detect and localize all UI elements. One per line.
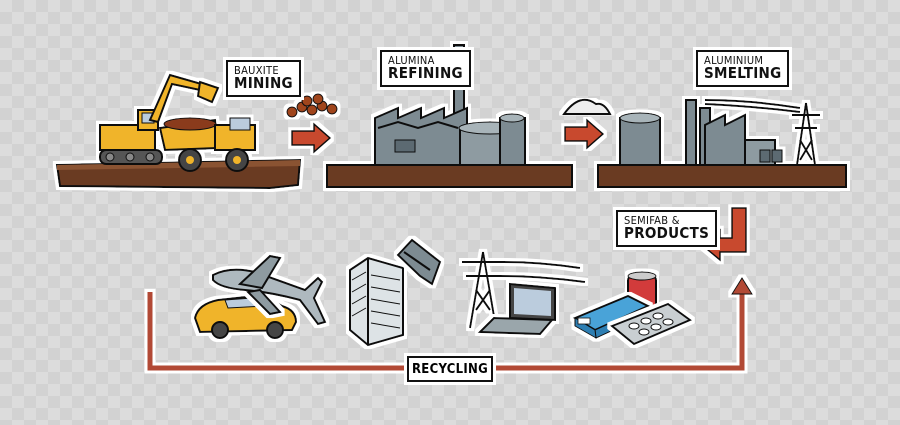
bauxite-ore-icon (286, 93, 338, 118)
excavator-icon (99, 73, 220, 165)
label-aluminium-smelting-big: SMELTING (704, 64, 782, 82)
smelting-stage (597, 99, 847, 188)
recycle-arrowhead-icon (731, 277, 753, 295)
label-bauxite-mining-big: MINING (234, 74, 293, 92)
process-arrow-1 (291, 122, 332, 154)
refining-stage (326, 44, 573, 188)
label-semifab-products-big: PRODUCTS (624, 224, 710, 242)
label-semifab-products-small: SEMIFAB & (624, 214, 680, 227)
refining-ground (326, 164, 573, 188)
process-arrow-2 (564, 118, 605, 150)
label-alumina-refining: ALUMINA REFINING (380, 50, 471, 87)
alumina-powder-icon (562, 98, 612, 115)
refinery-icon (374, 44, 526, 166)
window-profile-icon (396, 238, 442, 286)
building-icon (349, 256, 404, 347)
smelting-ground (597, 164, 847, 188)
smelter-icon (619, 99, 801, 166)
dump-truck-icon (158, 117, 256, 172)
label-aluminium-smelting: ALUMINIUM SMELTING (696, 50, 790, 87)
label-bauxite-mining: BAUXITE MINING (226, 60, 301, 97)
power-pylon-icon (792, 102, 820, 166)
products-return-arrow (700, 207, 747, 262)
mining-stage (55, 73, 302, 190)
car-icon (193, 294, 298, 339)
transmission-tower-icon (462, 251, 586, 329)
blister-pack-icon (610, 302, 693, 346)
label-recycling: RECYCLING (407, 356, 493, 382)
recycling-loop (147, 277, 753, 371)
label-alumina-refining-small: ALUMINA (388, 54, 435, 67)
label-aluminium-smelting-small: ALUMINIUM (704, 54, 764, 67)
label-alumina-refining-big: REFINING (388, 64, 463, 82)
label-semifab-products: SEMIFAB & PRODUCTS (616, 210, 718, 247)
label-bauxite-mining-small: BAUXITE (234, 64, 279, 77)
airplane-icon (212, 254, 327, 326)
laptop-icon (477, 282, 556, 336)
